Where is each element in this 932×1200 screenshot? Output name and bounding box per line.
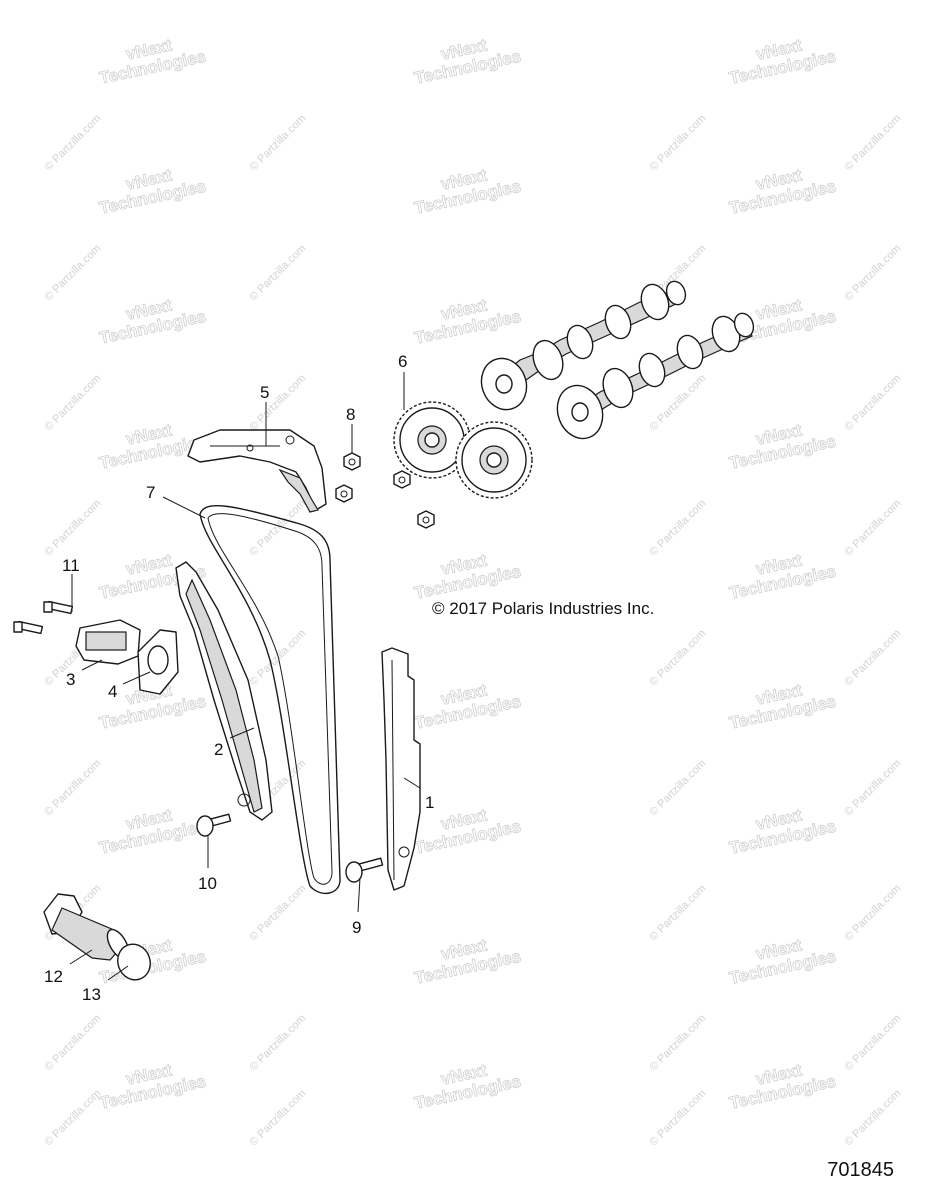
watermark-brand: vNextTechnologies xyxy=(94,159,208,218)
watermark-brand: vNextTechnologies xyxy=(724,159,838,218)
part-fixed-chain-guide[interactable] xyxy=(381,647,421,891)
callout-10: 10 xyxy=(198,874,217,893)
watermark-site: © Partzilla.com xyxy=(42,372,103,433)
watermark-site: © Partzilla.com xyxy=(247,242,308,303)
watermark-brand: vNextTechnologies xyxy=(724,1054,838,1113)
watermark-site: © Partzilla.com xyxy=(42,757,103,818)
watermark-site: © Partzilla.com xyxy=(247,1087,308,1148)
watermark-brand: vNextTechnologies xyxy=(409,544,523,603)
diagram-id: 701845 xyxy=(827,1159,894,1181)
watermark-site: © Partzilla.com xyxy=(647,497,708,558)
watermark-brand: vNextTechnologies xyxy=(409,674,523,733)
watermark-site: © Partzilla.com xyxy=(647,757,708,818)
callout-3: 3 xyxy=(66,670,75,689)
part-guide-bolt-10[interactable] xyxy=(196,813,232,837)
watermark-site: © Partzilla.com xyxy=(42,497,103,558)
watermark-brand: vNextTechnologies xyxy=(724,799,838,858)
watermark-site: © Partzilla.com xyxy=(247,882,308,943)
watermark-brand: vNextTechnologies xyxy=(724,674,838,733)
watermark-brand: vNextTechnologies xyxy=(724,929,838,988)
part-o-ring[interactable] xyxy=(113,940,155,985)
watermark-brand: vNextTechnologies xyxy=(94,29,208,88)
watermark-site: © Partzilla.com xyxy=(842,497,903,558)
watermark-site: © Partzilla.com xyxy=(42,1087,103,1148)
callout-12: 12 xyxy=(44,967,63,986)
watermark-site: © Partzilla.com xyxy=(647,112,708,173)
part-upper-chain-guide[interactable] xyxy=(187,429,327,513)
watermark-site: © Partzilla.com xyxy=(842,242,903,303)
watermark-brand: vNextTechnologies xyxy=(94,289,208,348)
part-guide-bolt-9[interactable] xyxy=(345,857,384,883)
watermark-site: © Partzilla.com xyxy=(842,1087,903,1148)
watermark-site: © Partzilla.com xyxy=(247,372,308,433)
callout-2: 2 xyxy=(214,740,223,759)
watermark-site: © Partzilla.com xyxy=(842,1012,903,1073)
leader-lines xyxy=(69,372,421,981)
watermark-site: © Partzilla.com xyxy=(647,882,708,943)
watermark-brand: vNextTechnologies xyxy=(724,29,838,88)
watermark-layer: vNextTechnologies vNextTechnologies vNextT… xyxy=(42,29,903,1148)
part-chain-tensioner-assembly[interactable] xyxy=(13,600,179,695)
watermark-site: © Partzilla.com xyxy=(42,112,103,173)
callout-7: 7 xyxy=(146,483,155,502)
watermark-site: © Partzilla.com xyxy=(647,627,708,688)
callout-1: 1 xyxy=(425,793,434,812)
watermark-site: © Partzilla.com xyxy=(647,1087,708,1148)
part-camshafts[interactable] xyxy=(474,279,756,445)
copyright-notice: © 2017 Polaris Industries Inc. xyxy=(432,599,655,618)
watermark-site: © Partzilla.com xyxy=(842,627,903,688)
watermark-brand: vNextTechnologies xyxy=(409,1054,523,1113)
watermark-site: © Partzilla.com xyxy=(247,1012,308,1073)
watermark-site: © Partzilla.com xyxy=(842,757,903,818)
watermark-site: © Partzilla.com xyxy=(842,372,903,433)
callout-4: 4 xyxy=(108,682,117,701)
part-sprocket-bolts[interactable] xyxy=(335,452,435,529)
callout-9: 9 xyxy=(352,918,361,937)
watermark-site: © Partzilla.com xyxy=(842,882,903,943)
watermark-brand: vNextTechnologies xyxy=(409,929,523,988)
watermark-brand: vNextTechnologies xyxy=(94,799,208,858)
watermark-site: © Partzilla.com xyxy=(42,242,103,303)
watermark-brand: vNextTechnologies xyxy=(409,289,523,348)
watermark-site: © Partzilla.com xyxy=(247,112,308,173)
callout-11: 11 xyxy=(62,556,80,575)
watermark-site: © Partzilla.com xyxy=(247,497,308,558)
callout-6: 6 xyxy=(398,352,407,371)
part-cam-sprockets[interactable] xyxy=(393,401,533,499)
part-tensioner-blade[interactable] xyxy=(175,561,273,821)
callout-8: 8 xyxy=(346,405,355,424)
watermark-brand: vNextTechnologies xyxy=(724,544,838,603)
watermark-site: © Partzilla.com xyxy=(42,1012,103,1073)
watermark-brand: vNextTechnologies xyxy=(409,159,523,218)
watermark-brand: vNextTechnologies xyxy=(94,1054,208,1113)
watermark-site: © Partzilla.com xyxy=(647,1012,708,1073)
watermark-site: © Partzilla.com xyxy=(842,112,903,173)
watermark-site: © Partzilla.com xyxy=(247,627,308,688)
watermark-brand: vNextTechnologies xyxy=(724,414,838,473)
callout-5: 5 xyxy=(260,383,269,402)
callout-13: 13 xyxy=(82,985,101,1004)
part-timing-chain[interactable] xyxy=(199,505,341,895)
watermark-brand: vNextTechnologies xyxy=(409,29,523,88)
callout-labels: 1 2 3 4 5 6 7 8 9 10 11 12 13 xyxy=(44,352,434,1004)
watermark-brand: vNextTechnologies xyxy=(94,414,208,473)
